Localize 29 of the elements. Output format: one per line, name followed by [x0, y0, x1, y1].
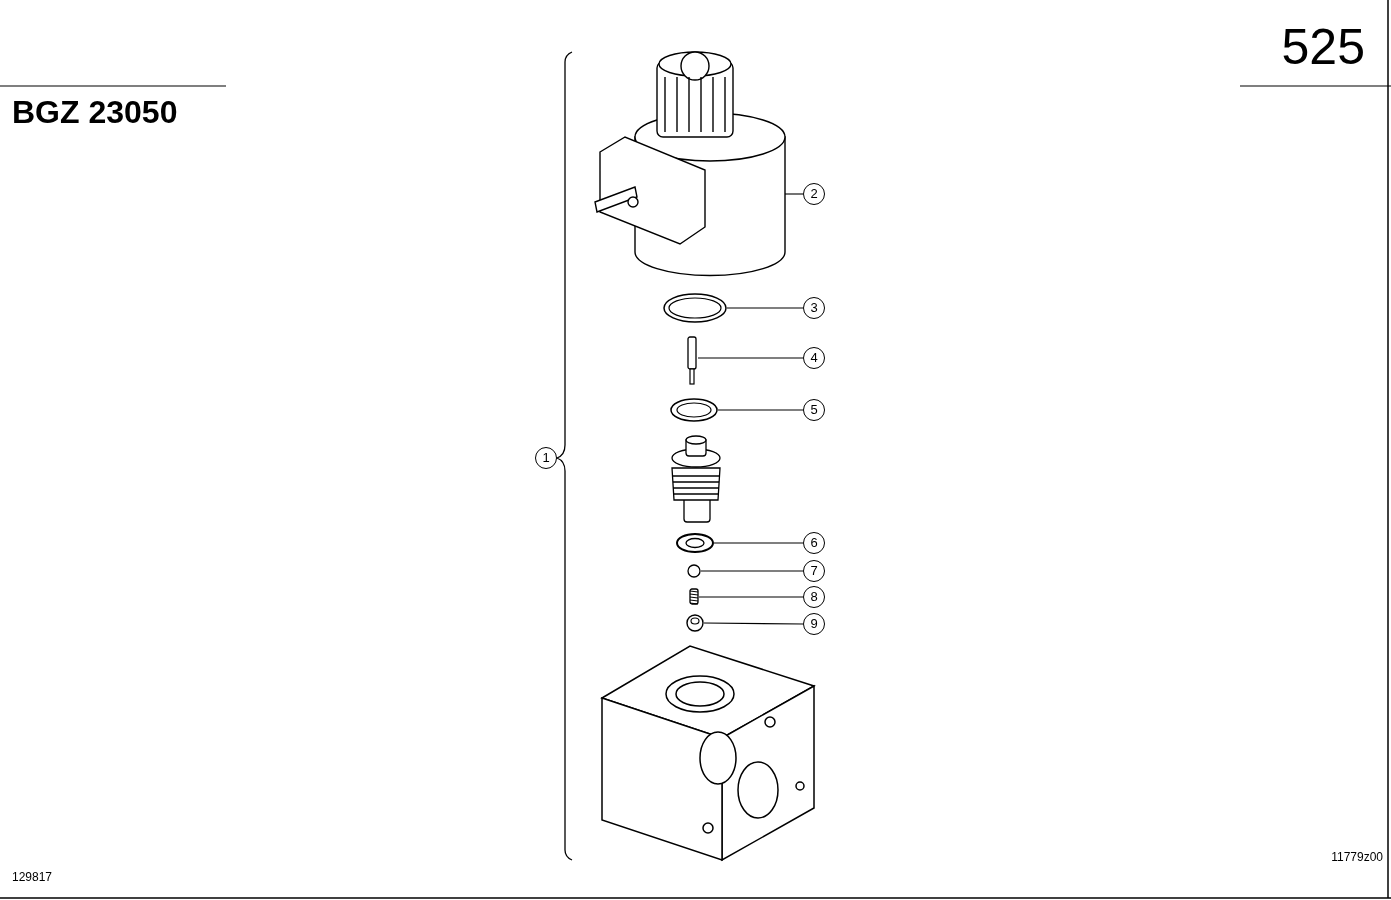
leader-line [703, 622, 804, 625]
washer-drawing [676, 533, 714, 553]
leader-line [713, 542, 804, 544]
ball-drawing [687, 564, 701, 578]
spring-drawing [689, 588, 699, 605]
callout-number: 8 [803, 586, 825, 608]
drawing-number: 129817 [12, 870, 53, 884]
leader-line [698, 596, 804, 598]
leader-line [697, 357, 804, 359]
o-ring-drawing [663, 293, 727, 323]
solenoid-coil-drawing [595, 52, 785, 278]
leader-line [717, 409, 804, 411]
callout-number: 9 [803, 613, 825, 635]
callout-number: 1 [535, 447, 557, 469]
drawing-number: 11779z00 [1331, 850, 1383, 864]
page-number: 525 [1281, 18, 1365, 76]
pin-drawing [687, 337, 698, 385]
callout-number: 3 [803, 297, 825, 319]
group-number: BGZ 23050 [12, 94, 178, 131]
callout-number: 6 [803, 532, 825, 554]
nut-drawing [686, 614, 704, 632]
leader-line [726, 307, 804, 309]
o-ring-drawing [670, 398, 718, 422]
callout-number: 5 [803, 399, 825, 421]
leader-line [784, 193, 804, 195]
leader-line [700, 570, 804, 572]
callout-number: 4 [803, 347, 825, 369]
callout-number: 7 [803, 560, 825, 582]
callout-number: 2 [803, 183, 825, 205]
